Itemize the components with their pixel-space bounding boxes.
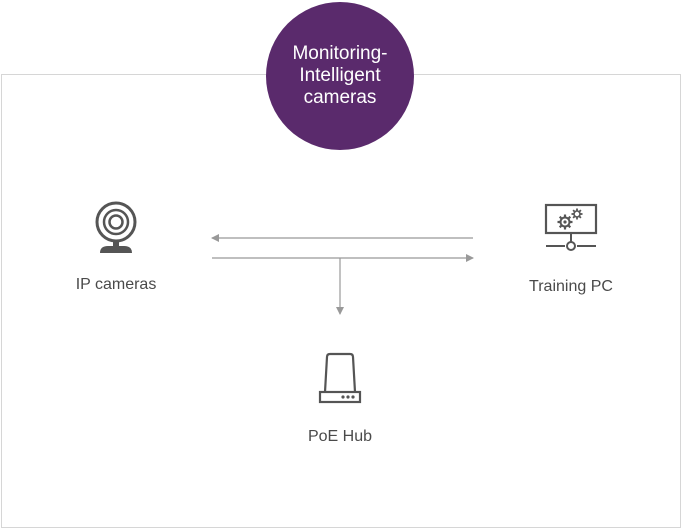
hub-device-icon (318, 352, 362, 406)
node-label-ip-cameras: IP cameras (75, 276, 157, 293)
webcam-icon (92, 200, 140, 256)
title-line-3: cameras (303, 87, 377, 108)
title-badge: Monitoring- Intelligent cameras (266, 2, 414, 150)
monitor-gears-icon (544, 203, 598, 253)
title-line-1: Monitoring- (292, 43, 388, 64)
node-label-poe-hub: PoE Hub (307, 428, 373, 445)
title-line-2: Intelligent (299, 65, 381, 86)
node-label-training-pc: Training PC (529, 278, 613, 295)
